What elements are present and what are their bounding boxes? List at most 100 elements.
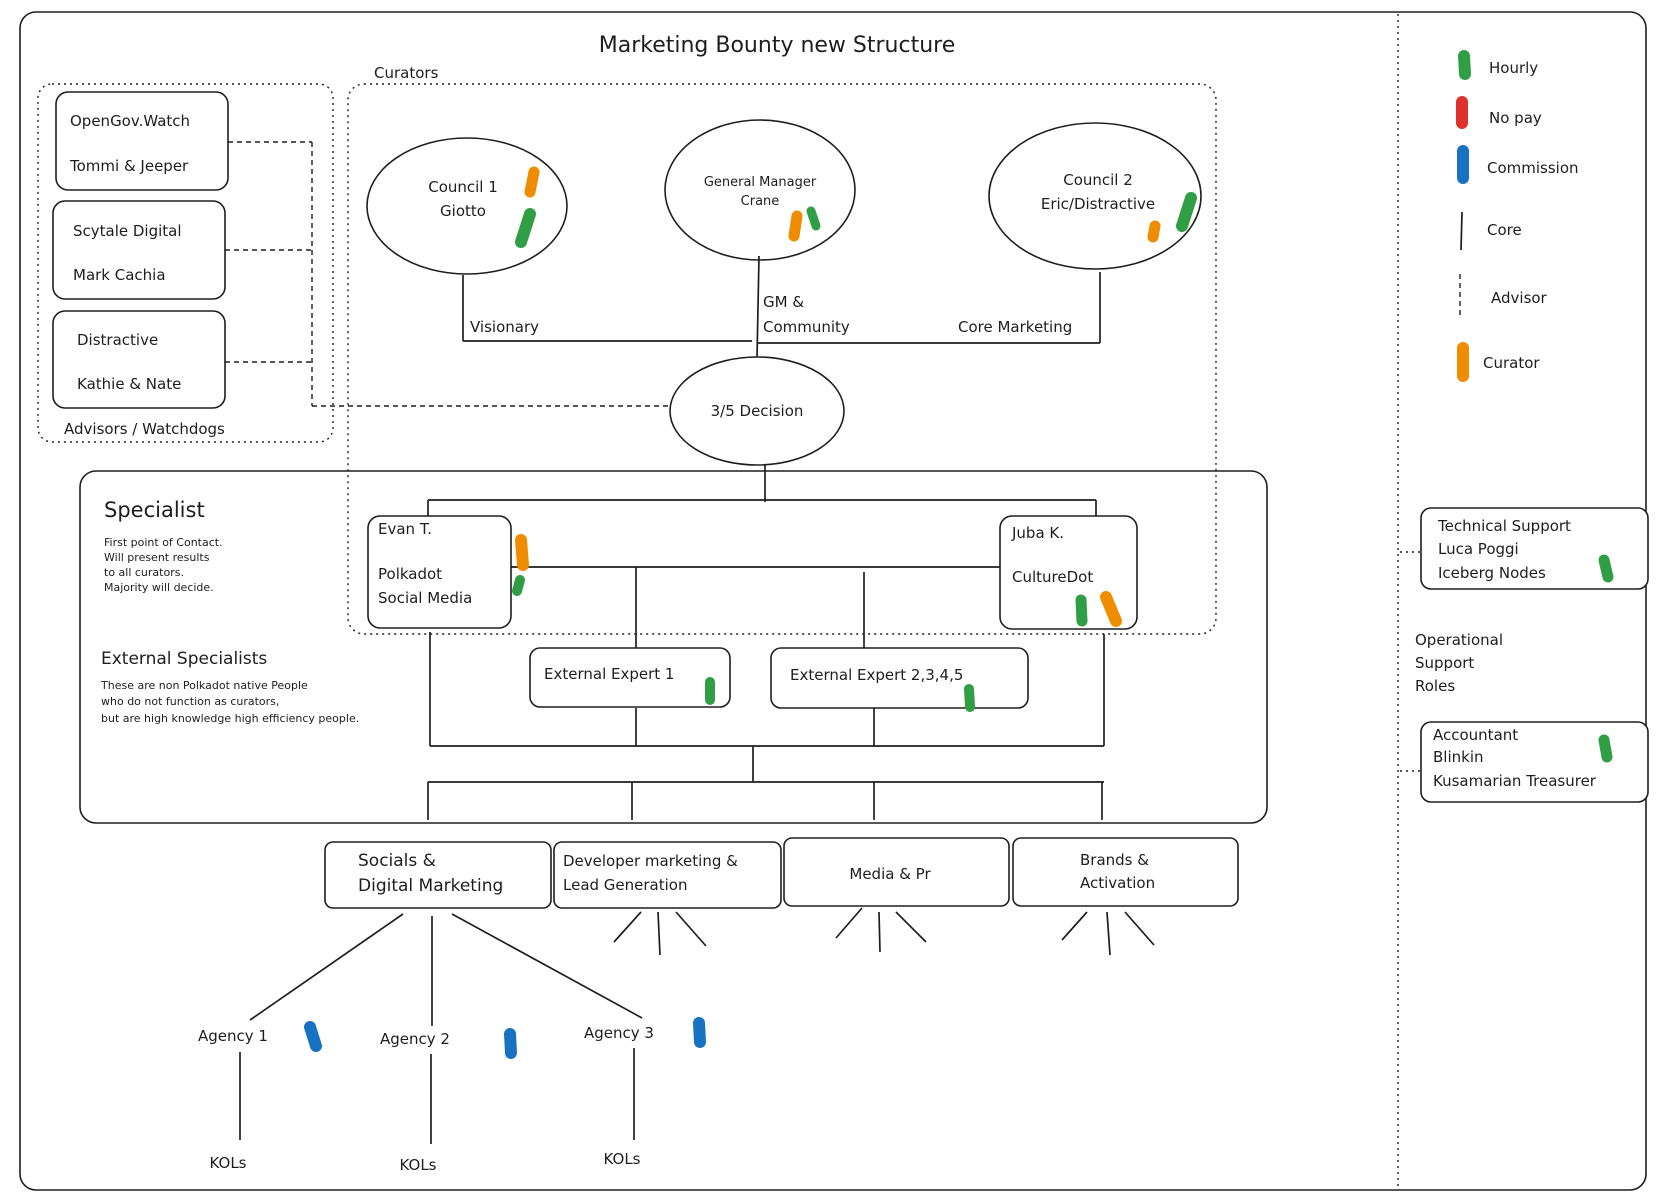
hourly-marker [806, 206, 821, 231]
advisor-name: Distractive [77, 331, 158, 349]
juba-name: Juba K. [1011, 524, 1064, 542]
category-line-2: Activation [1080, 874, 1155, 892]
advisor-people: Mark Cachia [73, 266, 166, 284]
curator-connectors [462, 255, 1101, 359]
gm-community-label-2: Community [763, 318, 850, 336]
council-1-name: Giotto [440, 202, 486, 220]
specialist-desc-1: First point of Contact. [104, 536, 223, 549]
visionary-label: Visionary [470, 318, 539, 336]
kols-label: KOLs [400, 1156, 437, 1174]
external-desc-2: who do not function as curators, [101, 695, 279, 708]
curator-marker [515, 534, 529, 571]
hourly-marker [964, 684, 975, 712]
council-2-name: Eric/Distractive [1041, 195, 1155, 213]
external-desc-1: These are non Polkadot native People [100, 679, 308, 692]
legend: Hourly No pay Commission Core Advisor Cu… [1456, 50, 1579, 382]
external-expert-2-label: External Expert 2,3,4,5 [790, 666, 963, 684]
core-marketing-label: Core Marketing [958, 318, 1072, 336]
hourly-marker [515, 208, 536, 248]
gm-community-label-1: GM & [763, 293, 804, 311]
category-line-2: Lead Generation [563, 876, 687, 894]
accountant-title: Accountant [1433, 726, 1518, 744]
category-fanout [249, 907, 1155, 1026]
advisor-card-opengov: OpenGov.Watch Tommi & Jeeper [55, 91, 229, 191]
evan-role-2: Social Media [378, 589, 472, 607]
diagram-title: Marketing Bounty new Structure [599, 33, 956, 58]
gm-name: Crane [741, 194, 780, 209]
kols-label: KOLs [604, 1150, 641, 1168]
technical-support-card: Technical Support Luca Poggi Iceberg Nod… [1420, 507, 1649, 590]
juba-role: CultureDot [1012, 568, 1093, 586]
operational-roles-label-2: Support [1415, 654, 1474, 672]
commission-marker [504, 1028, 517, 1059]
category-brands: Brands & Activation [1012, 837, 1239, 907]
category-socials: Socials & Digital Marketing [324, 841, 552, 909]
agency-2: Agency 2 KOLs [380, 1028, 517, 1174]
external-expert-1-card: External Expert 1 [529, 647, 731, 708]
council-1-node: Council 1 Giotto [366, 137, 568, 275]
category-media: Media & Pr [783, 837, 1010, 907]
advisors-group-frame [37, 83, 334, 443]
agency-3: Agency 3 KOLs [584, 1017, 706, 1168]
accountant-org: Kusamarian Treasurer [1433, 772, 1597, 790]
accountant-card: Accountant Blinkin Kusamarian Treasurer [1420, 721, 1649, 803]
specialist-desc-4: Majority will decide. [104, 581, 214, 594]
evan-role-1: Polkadot [378, 565, 442, 583]
hourly-marker [1598, 734, 1613, 763]
external-title: External Specialists [101, 649, 267, 669]
technical-support-org: Iceberg Nodes [1438, 564, 1546, 582]
council-2-node: Council 2 Eric/Distractive [988, 122, 1202, 270]
advisor-name: OpenGov.Watch [70, 112, 190, 130]
technical-support-person: Luca Poggi [1438, 540, 1519, 558]
category-line-1: Media & Pr [849, 865, 931, 883]
specialist-panel [79, 470, 1268, 824]
external-desc-3: but are high knowledge high efficiency p… [101, 712, 359, 725]
council-2-title: Council 2 [1063, 171, 1133, 189]
specialist-connectors [427, 465, 1105, 820]
advisor-people: Kathie & Nate [77, 375, 181, 393]
technical-support-title: Technical Support [1437, 517, 1571, 535]
category-developer: Developer marketing & Lead Generation [553, 841, 782, 909]
advisor-card-scytale: Scytale Digital Mark Cachia [52, 200, 226, 300]
curator-marker [1100, 591, 1122, 627]
legend-hourly-label: Hourly [1489, 59, 1538, 77]
agency-label: Agency 1 [198, 1027, 268, 1045]
decision-label: 3/5 Decision [711, 402, 804, 420]
core-swatch [1460, 211, 1463, 251]
advisors-group-label: Advisors / Watchdogs [64, 420, 225, 438]
curator-marker [788, 210, 803, 242]
operational-roles-label-1: Operational [1415, 631, 1503, 649]
gm-title: General Manager [704, 175, 817, 190]
legend-no-pay-label: No pay [1489, 109, 1542, 127]
evan-name: Evan T. [378, 520, 432, 538]
agency-1: Agency 1 KOLs [198, 1021, 322, 1172]
specialist-desc-3: to all curators. [104, 566, 184, 579]
specialist-title: Specialist [104, 498, 205, 522]
accountant-person: Blinkin [1433, 748, 1484, 766]
evan-card: Evan T. Polkadot Social Media [367, 515, 529, 629]
general-manager-node: General Manager Crane [664, 119, 856, 261]
commission-marker [693, 1017, 706, 1048]
juba-card: Juba K. CultureDot [999, 515, 1138, 630]
hourly-marker [512, 575, 525, 596]
curators-group-label: Curators [374, 64, 439, 82]
category-line-1: Brands & [1080, 851, 1149, 869]
legend-commission-label: Commission [1487, 159, 1579, 177]
council-1-title: Council 1 [428, 178, 498, 196]
kols-label: KOLs [210, 1154, 247, 1172]
decision-node: 3/5 Decision [669, 356, 845, 466]
hourly-marker [1075, 594, 1088, 627]
external-expert-2-card: External Expert 2,3,4,5 [770, 647, 1029, 712]
curator-marker [1147, 220, 1161, 243]
agency-label: Agency 3 [584, 1024, 654, 1042]
legend-curator-label: Curator [1483, 354, 1540, 372]
legend-advisor-label: Advisor [1491, 289, 1548, 307]
hourly-marker [1176, 192, 1197, 232]
agency-label: Agency 2 [380, 1030, 450, 1048]
advisor-name: Scytale Digital [73, 222, 182, 240]
legend-core-label: Core [1487, 221, 1522, 239]
hourly-swatch [1458, 50, 1471, 80]
curator-marker [524, 166, 540, 198]
commission-marker [304, 1021, 322, 1052]
